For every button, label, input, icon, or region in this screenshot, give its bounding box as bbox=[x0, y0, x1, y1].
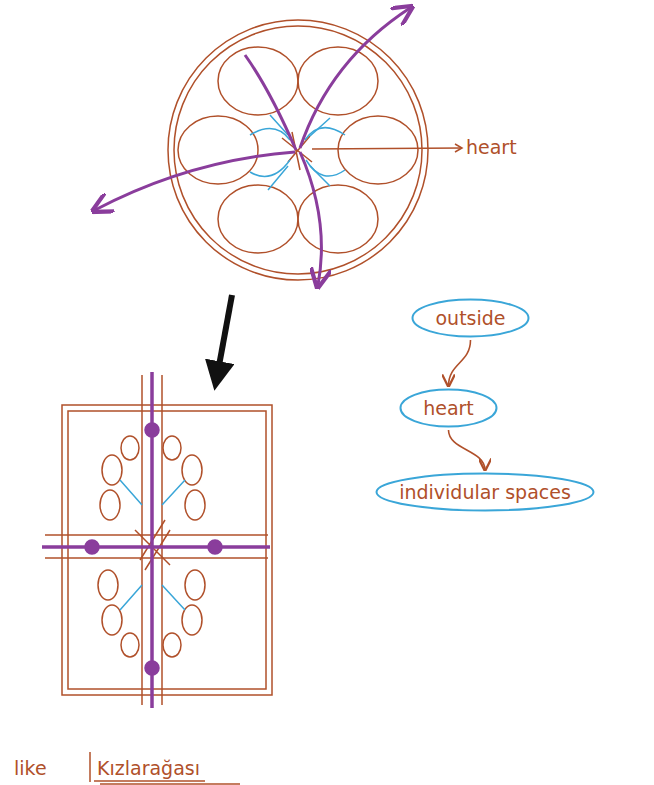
flow-arrow bbox=[449, 430, 486, 470]
node-text: heart bbox=[423, 397, 474, 419]
plan-label: heart bbox=[466, 136, 517, 158]
flow-arrow bbox=[449, 340, 471, 386]
reference-name: Kızlarağası bbox=[97, 757, 200, 779]
node-text: individular spaces bbox=[399, 481, 571, 503]
note-text: like bbox=[14, 757, 47, 779]
ellipse-node: outside bbox=[411, 298, 530, 338]
ellipse-node: heart bbox=[399, 388, 498, 428]
ellipse-node: individular spaces bbox=[375, 472, 595, 512]
node-text: outside bbox=[435, 307, 505, 329]
